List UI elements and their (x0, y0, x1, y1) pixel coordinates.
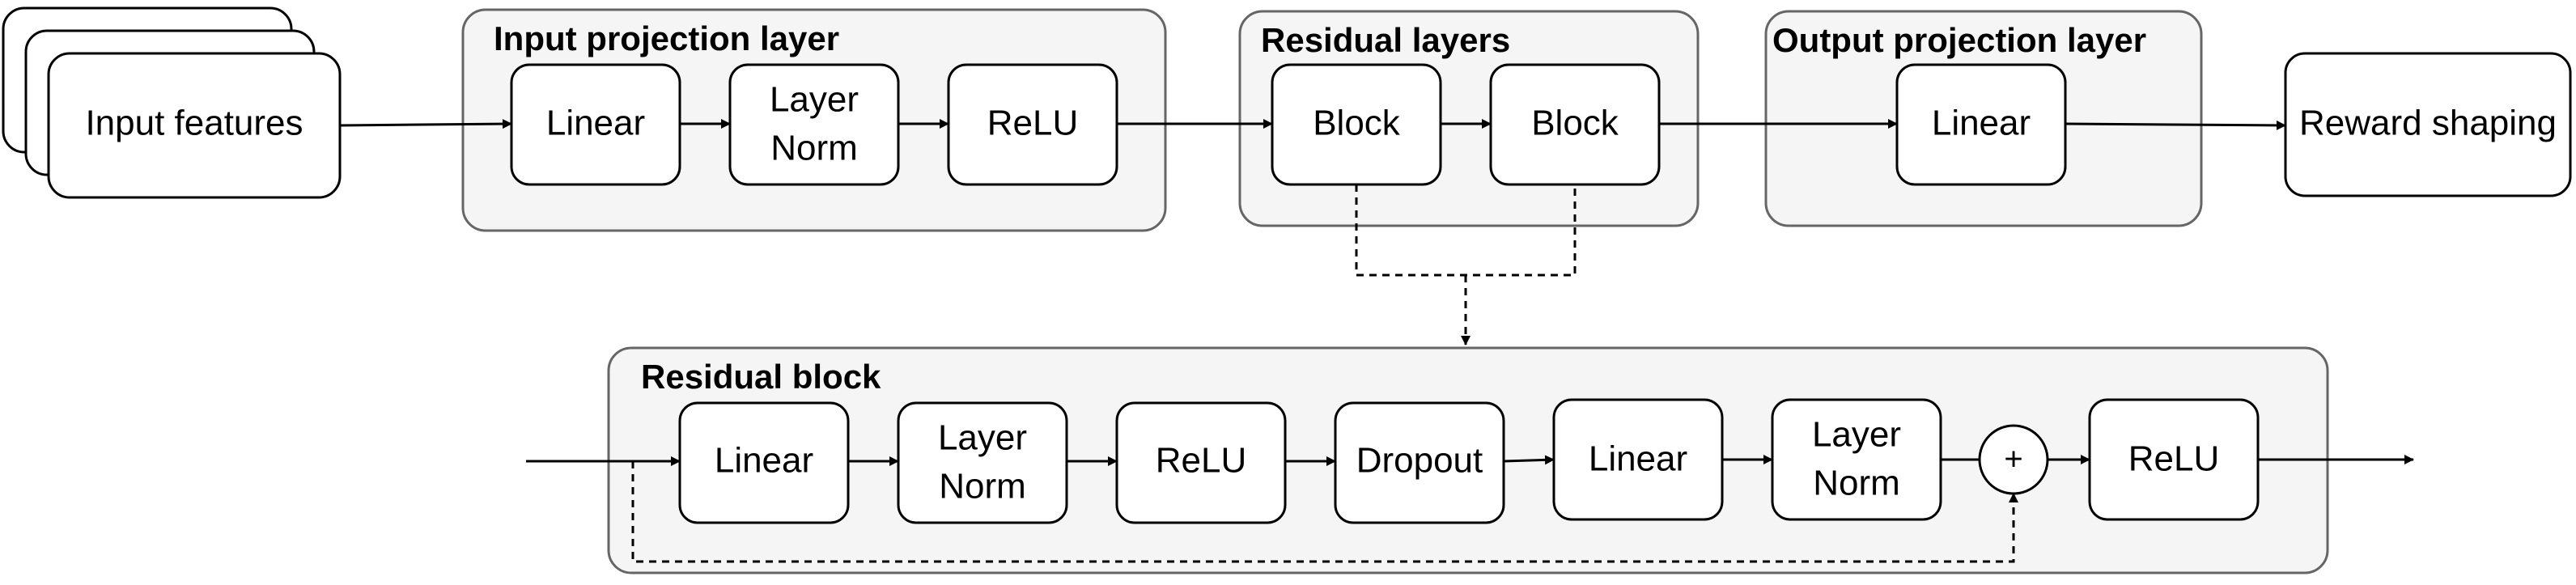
residual-layers-block-1-node: Block (1271, 63, 1442, 186)
reward-shaping-label: Reward shaping (2299, 104, 2557, 143)
residual-block-relu-1-node: ReLU (1115, 401, 1287, 524)
node-label: ReLU (2128, 439, 2220, 479)
residual-block-dropout-node: Dropout (1334, 401, 1505, 524)
edge-blocks-expand-to-residual-block (1355, 184, 1577, 345)
input-projection-relu-node: ReLU (947, 63, 1118, 186)
residual-block-title: Residual block (641, 358, 881, 396)
node-label: Block (1313, 104, 1401, 143)
node-label-line2: Norm (770, 129, 858, 168)
output-projection-linear-node: Linear (1895, 63, 2067, 186)
input-projection-layernorm-node: Layer Norm (728, 63, 900, 186)
residual-layers-title: Residual layers (1261, 21, 1510, 59)
node-label-line1: Layer (938, 418, 1027, 458)
node-label: Linear (546, 104, 645, 143)
sum-symbol: + (2004, 442, 2022, 477)
node-label-line2: Norm (939, 467, 1026, 507)
output-projection-title: Output projection layer (1772, 21, 2146, 59)
input-features-stack: Input features (2, 6, 342, 199)
node-label: Linear (1589, 439, 1687, 479)
node-label: Block (1531, 104, 1619, 143)
node-label-line1: Layer (770, 80, 859, 120)
residual-block-linear-2-node: Linear (1552, 398, 1724, 521)
node-label: ReLU (1156, 441, 1247, 481)
node-label: Linear (1932, 104, 2031, 143)
node-label-line1: Layer (1812, 415, 1901, 455)
edge-rb-dropout-to-linear (1503, 455, 1555, 465)
edge-input-to-projection (339, 119, 512, 129)
residual-layers-block-2-node: Block (1489, 63, 1661, 186)
node-label: ReLU (987, 104, 1079, 143)
residual-block-linear-1-node: Linear (678, 401, 850, 524)
edge-skip-connection (631, 461, 2018, 563)
residual-block-layernorm-2-node: Layer Norm (1771, 398, 1942, 521)
node-label: Dropout (1356, 441, 1483, 481)
node-label-line2: Norm (1813, 464, 1900, 503)
node-label: Linear (715, 441, 813, 481)
edge-output-to-reward (2065, 120, 2286, 130)
residual-block-relu-2-node: ReLU (2088, 398, 2260, 521)
reward-shaping-node: Reward shaping (2284, 52, 2572, 197)
residual-block-sum-node: + (1978, 424, 2049, 495)
input-features-label: Input features (85, 104, 303, 143)
input-projection-linear-node: Linear (510, 63, 681, 186)
residual-block-layernorm-1-node: Layer Norm (897, 401, 1068, 524)
input-projection-title: Input projection layer (494, 19, 839, 57)
